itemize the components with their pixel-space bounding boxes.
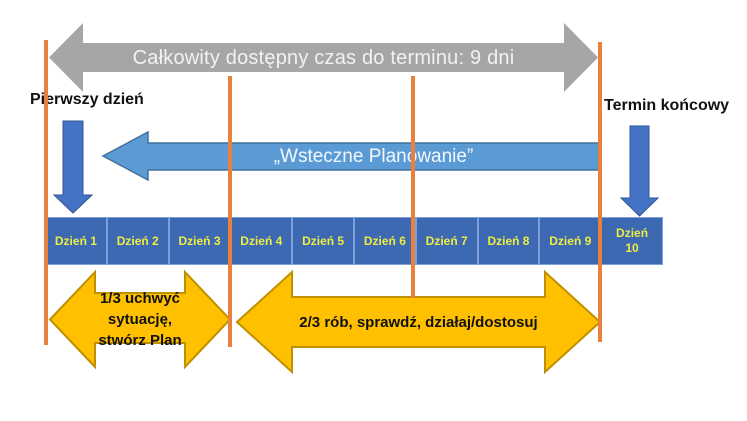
- total-time-arrow: [49, 23, 598, 92]
- day-label-6: Dzień 6: [363, 233, 406, 248]
- first-day-down-arrow-icon: [52, 120, 94, 214]
- backward-planning-label-text: „Wsteczne Planowanie”: [273, 145, 474, 167]
- day-label-1: Dzień 1: [54, 233, 97, 248]
- day-label-3: Dzień 3: [178, 233, 221, 248]
- total-time-arrow-shape: [49, 23, 598, 92]
- deadline-down-arrow-icon: [619, 125, 660, 217]
- day-box-5: Dzień 5: [292, 217, 354, 265]
- day-label-10: Dzień 10: [616, 226, 649, 255]
- day-box-3: Dzień 3: [168, 217, 231, 265]
- timeline-divider-day3: [228, 76, 232, 347]
- day-label-7: Dzień 7: [425, 233, 468, 248]
- phase1-label-line1: 1/3 uchwyć: [99, 290, 181, 307]
- day-box-1: Dzień 1: [45, 217, 107, 265]
- deadline-down-arrow-shape: [619, 125, 660, 217]
- timeline-divider-start: [44, 40, 48, 345]
- timeline-divider-day6: [411, 76, 415, 298]
- day-box-8: Dzień 8: [477, 217, 540, 265]
- timeline-divider-deadline: [598, 42, 602, 342]
- day-label-2: Dzień 2: [116, 233, 159, 248]
- phase2-label: 2/3 rób, sprawdź, działaj/dostosuj: [237, 272, 600, 372]
- total-time-label-text: Całkowity dostępny czas do terminu: 9 dn…: [132, 47, 515, 69]
- day-box-7: Dzień 7: [415, 217, 478, 265]
- day-box-6: Dzień 6: [353, 217, 416, 265]
- day-box-9: Dzień 9: [539, 217, 602, 265]
- day-box-10: Dzień 10: [601, 217, 663, 265]
- deadline-label: Termin końcowy: [604, 97, 730, 114]
- day-label-8: Dzień 8: [487, 233, 530, 248]
- day-row: Dzień 1 Dzień 2 Dzień 3 Dzień 4 Dzień 5 …: [45, 217, 663, 265]
- day-label-4: Dzień 4: [240, 233, 283, 248]
- total-time-label: Całkowity dostępny czas do terminu: 9 dn…: [49, 43, 598, 74]
- phase2-label-text: 2/3 rób, sprawdź, działaj/dostosuj: [299, 313, 538, 331]
- phase1-label-line3: stwórz Plan: [98, 332, 182, 349]
- phase1-label: 1/3 uchwyć sytuację, stwórz Plan: [50, 272, 230, 367]
- phase1-label-line2: sytuację,: [107, 311, 173, 328]
- day-label-9: Dzień 9: [549, 233, 592, 248]
- first-day-down-arrow-shape: [52, 120, 94, 214]
- backward-planning-label: „Wsteczne Planowanie”: [148, 143, 599, 170]
- day-label-5: Dzień 5: [302, 233, 345, 248]
- day-box-2: Dzień 2: [106, 217, 169, 265]
- day-box-4: Dzień 4: [230, 217, 293, 265]
- first-day-label: Pierwszy dzień: [30, 91, 144, 108]
